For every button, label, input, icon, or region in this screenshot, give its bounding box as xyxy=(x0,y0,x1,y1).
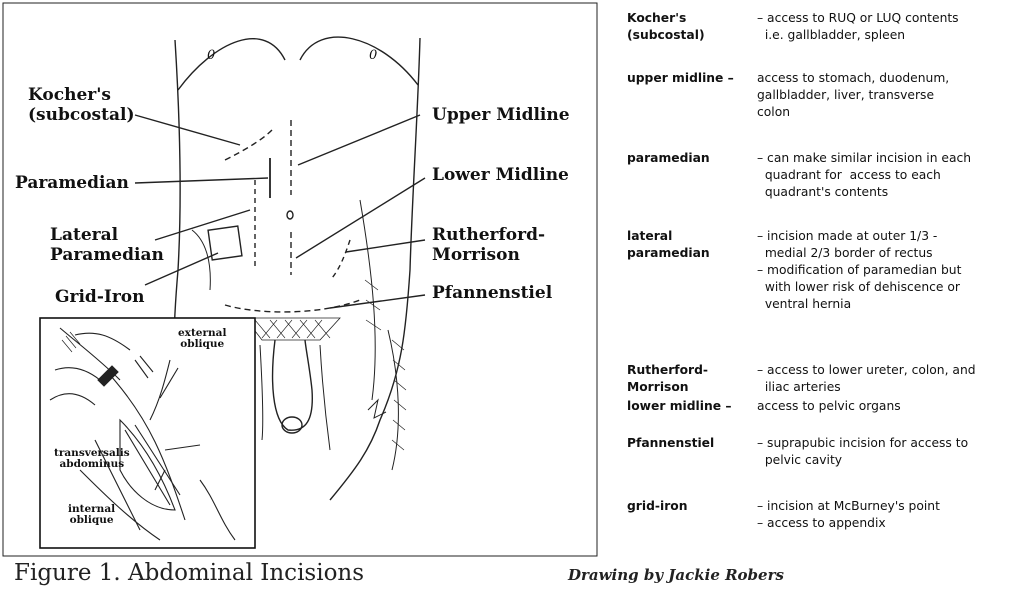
description-line: gallbladder, liver, transverse xyxy=(757,87,1012,104)
description-line: medial 2/3 border of rectus xyxy=(757,245,1012,262)
incision-description: – access to RUQ or LUQ contents i.e. gal… xyxy=(757,10,1012,44)
incision-term: Kocher's (subcostal) xyxy=(627,10,747,44)
incision-description: – incision at McBurney's point– access t… xyxy=(757,498,1012,532)
description-line: colon xyxy=(757,104,1012,121)
label-lateral-paramedian: Lateral Paramedian xyxy=(50,225,164,265)
figure-caption: Figure 1. Abdominal Incisions xyxy=(14,560,364,586)
label-lower-midline: Lower Midline xyxy=(432,165,569,185)
incision-term: Rutherford- Morrison xyxy=(627,362,747,396)
description-line: access to stomach, duodenum, xyxy=(757,70,1012,87)
description-line: with lower risk of dehiscence or xyxy=(757,279,1012,296)
description-line: – incision made at outer 1/3 - xyxy=(757,228,1012,245)
incision-description: access to stomach, duodenum,gallbladder,… xyxy=(757,70,1012,121)
label-paramedian: Paramedian xyxy=(15,173,129,193)
incision-term: Pfannenstiel xyxy=(627,435,747,452)
incision-term: grid-iron xyxy=(627,498,747,515)
label-kochers: Kocher's (subcostal) xyxy=(28,85,135,125)
description-line: – access to RUQ or LUQ contents xyxy=(757,10,1012,27)
incision-description: – can make similar incision in each quad… xyxy=(757,150,1012,201)
inset-label-transversalis: transversalis abdominus xyxy=(54,448,130,470)
description-line: quadrant's contents xyxy=(757,184,1012,201)
description-line: i.e. gallbladder, spleen xyxy=(757,27,1012,44)
description-line: pelvic cavity xyxy=(757,452,1012,469)
description-line: iliac arteries xyxy=(757,379,1012,396)
description-line: – suprapubic incision for access to xyxy=(757,435,1012,452)
abdominal-incision-diagram: Kocher's (subcostal) Paramedian Lateral … xyxy=(0,0,600,560)
description-line: – incision at McBurney's point xyxy=(757,498,1012,515)
incision-term: paramedian xyxy=(627,150,747,167)
incision-description: access to pelvic organs xyxy=(757,398,1012,415)
incision-term: lateral paramedian xyxy=(627,228,747,262)
label-pfannenstiel: Pfannenstiel xyxy=(432,283,552,303)
incision-term: lower midline – xyxy=(627,398,747,415)
nipple-mark-right: 0 xyxy=(369,48,377,63)
description-line: access to pelvic organs xyxy=(757,398,1012,415)
description-line: ventral hernia xyxy=(757,296,1012,313)
description-line: – access to appendix xyxy=(757,515,1012,532)
torso-drawing xyxy=(0,0,600,560)
drawing-credit: Drawing by Jackie Robers xyxy=(568,566,784,584)
inset-label-internal-oblique: internal oblique xyxy=(68,504,115,526)
incision-description: – access to lower ureter, colon, and ili… xyxy=(757,362,1012,396)
description-line: – modification of paramedian but xyxy=(757,262,1012,279)
description-line: – access to lower ureter, colon, and xyxy=(757,362,1012,379)
incision-description: – suprapubic incision for access to pelv… xyxy=(757,435,1012,469)
incision-term: upper midline – xyxy=(627,70,747,87)
label-upper-midline: Upper Midline xyxy=(432,105,570,125)
description-line: quadrant for access to each xyxy=(757,167,1012,184)
nipple-mark-left: 0 xyxy=(207,48,215,63)
label-rutherford-morrison: Rutherford- Morrison xyxy=(432,225,545,265)
description-line: – can make similar incision in each xyxy=(757,150,1012,167)
label-grid-iron: Grid-Iron xyxy=(55,287,144,307)
incision-description: – incision made at outer 1/3 - medial 2/… xyxy=(757,228,1012,313)
inset-label-external-oblique: external oblique xyxy=(178,328,226,350)
